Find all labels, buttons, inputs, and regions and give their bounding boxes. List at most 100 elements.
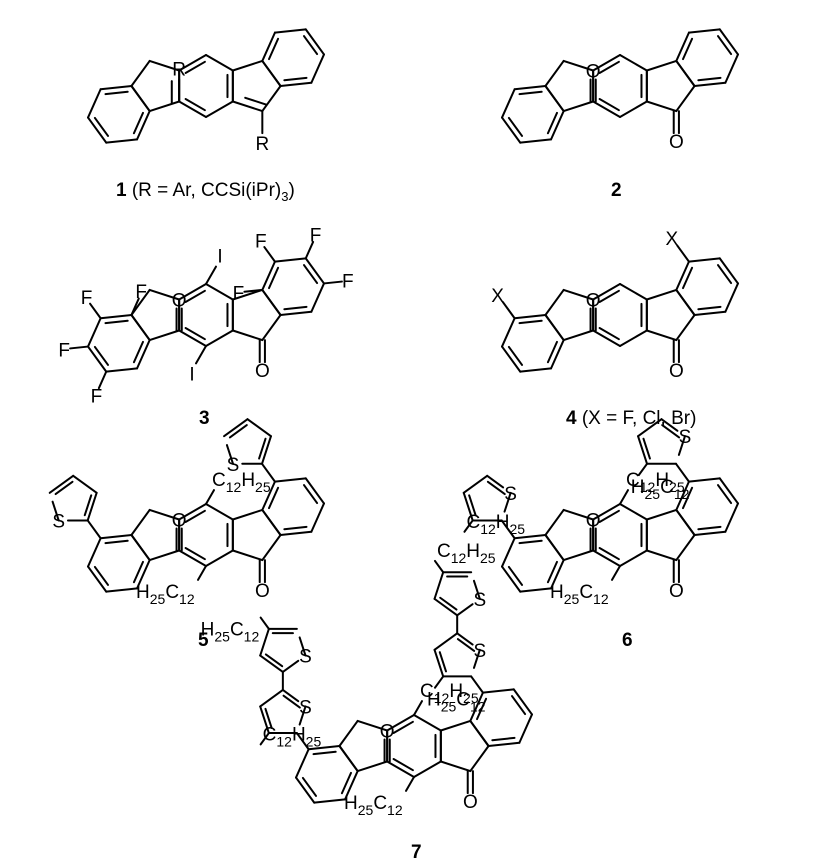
bond bbox=[205, 100, 234, 118]
bond bbox=[413, 700, 423, 716]
bond bbox=[513, 314, 547, 320]
bond bbox=[148, 288, 181, 301]
bond bbox=[273, 477, 307, 483]
bond bbox=[507, 345, 524, 366]
bond bbox=[592, 283, 621, 301]
h25c12-label: H25C12 bbox=[201, 620, 260, 645]
bond bbox=[99, 534, 133, 540]
bond bbox=[619, 54, 648, 72]
bond bbox=[660, 418, 679, 432]
oxygen-atom: O bbox=[669, 361, 684, 382]
bond bbox=[405, 776, 415, 792]
oxygen-atom: O bbox=[586, 511, 601, 532]
bond bbox=[513, 85, 547, 91]
bond bbox=[645, 549, 678, 562]
bond bbox=[148, 59, 181, 72]
bond bbox=[501, 317, 516, 348]
bond bbox=[148, 100, 181, 113]
bond bbox=[724, 282, 739, 313]
bond bbox=[718, 477, 739, 505]
bond bbox=[598, 509, 620, 523]
bond bbox=[510, 695, 527, 716]
bond bbox=[295, 732, 310, 751]
bond bbox=[433, 648, 445, 678]
bond bbox=[281, 688, 300, 703]
bond bbox=[298, 636, 307, 657]
bond bbox=[184, 327, 206, 341]
bond bbox=[259, 705, 270, 735]
bond bbox=[697, 525, 722, 531]
compound-5-caption: 5 bbox=[198, 630, 209, 651]
bond bbox=[259, 688, 284, 708]
bond bbox=[304, 28, 325, 56]
h25c12-label: H25C12 bbox=[427, 690, 486, 715]
r-substituent: R bbox=[255, 134, 269, 155]
fluorine-atom: F bbox=[81, 288, 93, 309]
bond bbox=[619, 329, 648, 347]
compound-7-caption: 7 bbox=[411, 842, 422, 863]
bond bbox=[716, 264, 733, 285]
iodine-atom: I bbox=[217, 247, 222, 268]
h25c12-label: H25C12 bbox=[631, 477, 690, 502]
bond bbox=[592, 100, 621, 118]
bond bbox=[433, 559, 445, 574]
bond bbox=[675, 31, 690, 62]
c12h25-label: C12H25 bbox=[263, 724, 322, 749]
bond bbox=[205, 503, 234, 521]
c12h25-label: C12H25 bbox=[626, 470, 685, 495]
bond bbox=[302, 264, 319, 285]
sulfur-atom: S bbox=[473, 590, 486, 611]
bond bbox=[279, 81, 313, 87]
bond bbox=[456, 632, 474, 646]
bond bbox=[619, 503, 648, 521]
bond bbox=[693, 81, 727, 87]
bond bbox=[562, 100, 595, 113]
bond bbox=[468, 494, 477, 517]
bond bbox=[392, 758, 414, 772]
bond bbox=[261, 480, 276, 511]
oxygen-atom: O bbox=[463, 792, 478, 813]
bond bbox=[51, 500, 60, 522]
bond bbox=[675, 508, 696, 536]
bond bbox=[243, 288, 264, 293]
bond bbox=[544, 85, 565, 113]
bond bbox=[637, 462, 649, 477]
bond bbox=[697, 76, 722, 82]
bond bbox=[148, 508, 181, 521]
bond bbox=[716, 35, 733, 56]
bond bbox=[645, 59, 678, 72]
fluorine-atom: F bbox=[91, 386, 103, 407]
bond bbox=[130, 534, 151, 562]
bond bbox=[433, 675, 445, 689]
oxygen-atom: O bbox=[586, 62, 601, 83]
bond bbox=[513, 534, 547, 540]
bond bbox=[433, 571, 445, 600]
fluorine-atom: F bbox=[255, 232, 267, 253]
bond bbox=[681, 486, 694, 510]
bond bbox=[87, 565, 108, 593]
bond bbox=[486, 480, 506, 496]
bond bbox=[184, 289, 206, 303]
bond bbox=[283, 76, 308, 82]
bond bbox=[231, 59, 264, 72]
bond bbox=[130, 85, 151, 113]
bond bbox=[178, 503, 207, 521]
bond bbox=[87, 537, 102, 568]
bond bbox=[302, 35, 319, 56]
c12h25-label: C12H25 bbox=[420, 681, 479, 706]
bond bbox=[264, 653, 284, 668]
sulfur-atom: S bbox=[504, 484, 517, 505]
bond bbox=[178, 100, 207, 118]
bond bbox=[86, 519, 102, 540]
bond-lines bbox=[48, 28, 739, 804]
sulfur-atom: S bbox=[679, 427, 692, 448]
bond bbox=[697, 305, 722, 311]
bond bbox=[105, 138, 139, 144]
bond bbox=[304, 240, 315, 260]
h25c12-label: H25C12 bbox=[344, 793, 403, 818]
oxygen-atom: O bbox=[586, 291, 601, 312]
bond bbox=[283, 525, 308, 531]
bond bbox=[295, 776, 316, 804]
